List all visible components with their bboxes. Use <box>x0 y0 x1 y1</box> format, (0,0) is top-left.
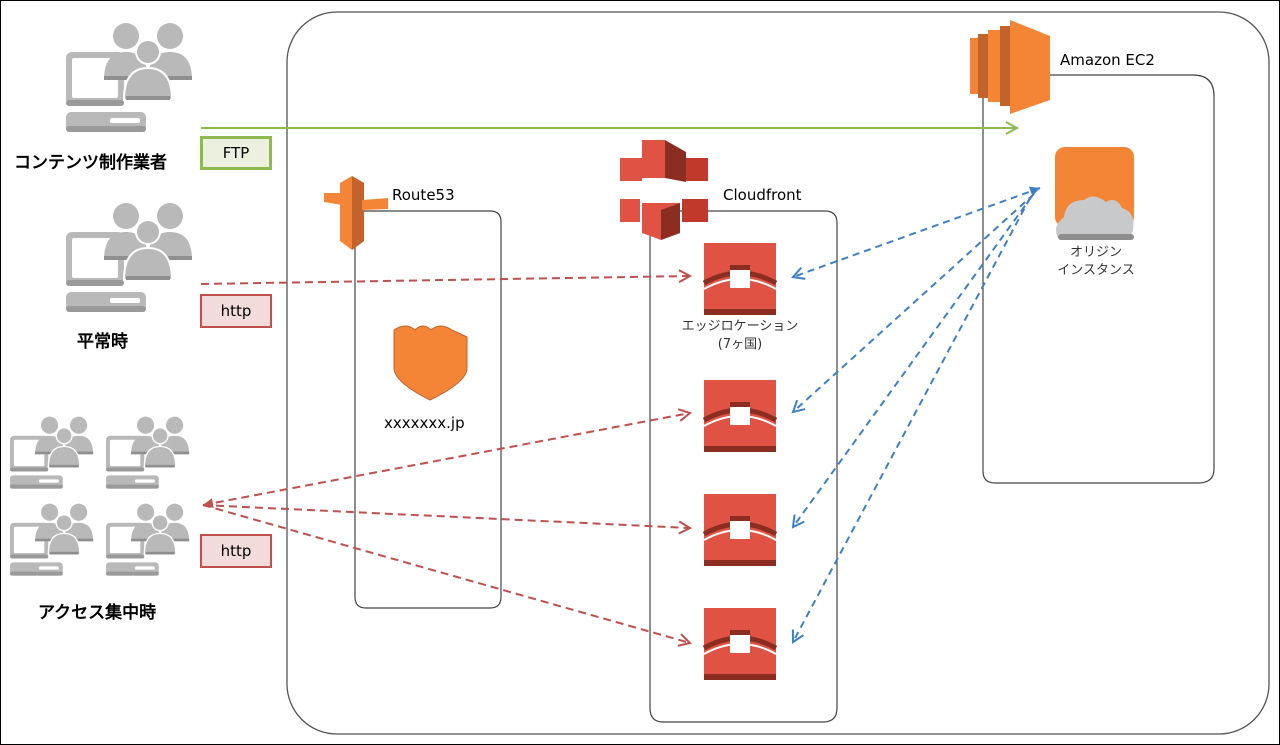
peak-users-icon-4 <box>105 503 190 577</box>
edge-location-icon-1 <box>704 243 776 315</box>
peak-users-icon-1 <box>9 416 94 490</box>
http-normal-arrow <box>200 276 690 285</box>
cloudfront-icon <box>620 140 708 240</box>
normal-users-label: 平常時 <box>77 332 128 352</box>
origin-instance-icon <box>1055 147 1134 240</box>
route53-icon <box>324 176 388 250</box>
edge-location-label-line2: (7ヶ国) <box>717 337 763 352</box>
cloudfront-label: Cloudfront <box>723 186 802 204</box>
http-normal-badge: http <box>200 294 272 328</box>
domain-label: xxxxxxx.jp <box>384 414 465 432</box>
edge-location-icon-4 <box>704 608 776 680</box>
peak-users-icon-3 <box>9 503 94 577</box>
origin-label-line2: インスタンス <box>1057 263 1135 278</box>
http-peak-arrows <box>202 413 690 643</box>
origin-fetch-arrows <box>793 188 1041 642</box>
origin-label-line1: オリジン <box>1069 245 1122 260</box>
edge-location-icon-2 <box>704 380 776 452</box>
domain-shield-icon <box>393 325 468 401</box>
origin-instance-label: オリジン インスタンス <box>1044 244 1148 280</box>
route53-group <box>354 210 502 609</box>
edge-location-icon-3 <box>704 494 776 566</box>
aws-cloud-container <box>286 11 1270 735</box>
edge-location-label-line1: エッジロケーション <box>681 319 799 334</box>
ec2-label: Amazon EC2 <box>1060 51 1155 69</box>
edge-location-label: エッジロケーション (7ヶ国) <box>672 318 808 354</box>
ec2-group <box>982 74 1215 484</box>
route53-label: Route53 <box>392 186 455 204</box>
http-peak-badge: http <box>200 534 272 568</box>
ec2-icon <box>970 20 1050 114</box>
content-creator-icon <box>65 22 193 133</box>
peak-users-label: アクセス集中時 <box>38 603 157 623</box>
content-creator-label: コンテンツ制作業者 <box>14 153 167 173</box>
normal-users-icon <box>65 202 193 313</box>
ftp-protocol-badge: FTP <box>200 136 272 170</box>
peak-users-icon-2 <box>105 416 190 490</box>
